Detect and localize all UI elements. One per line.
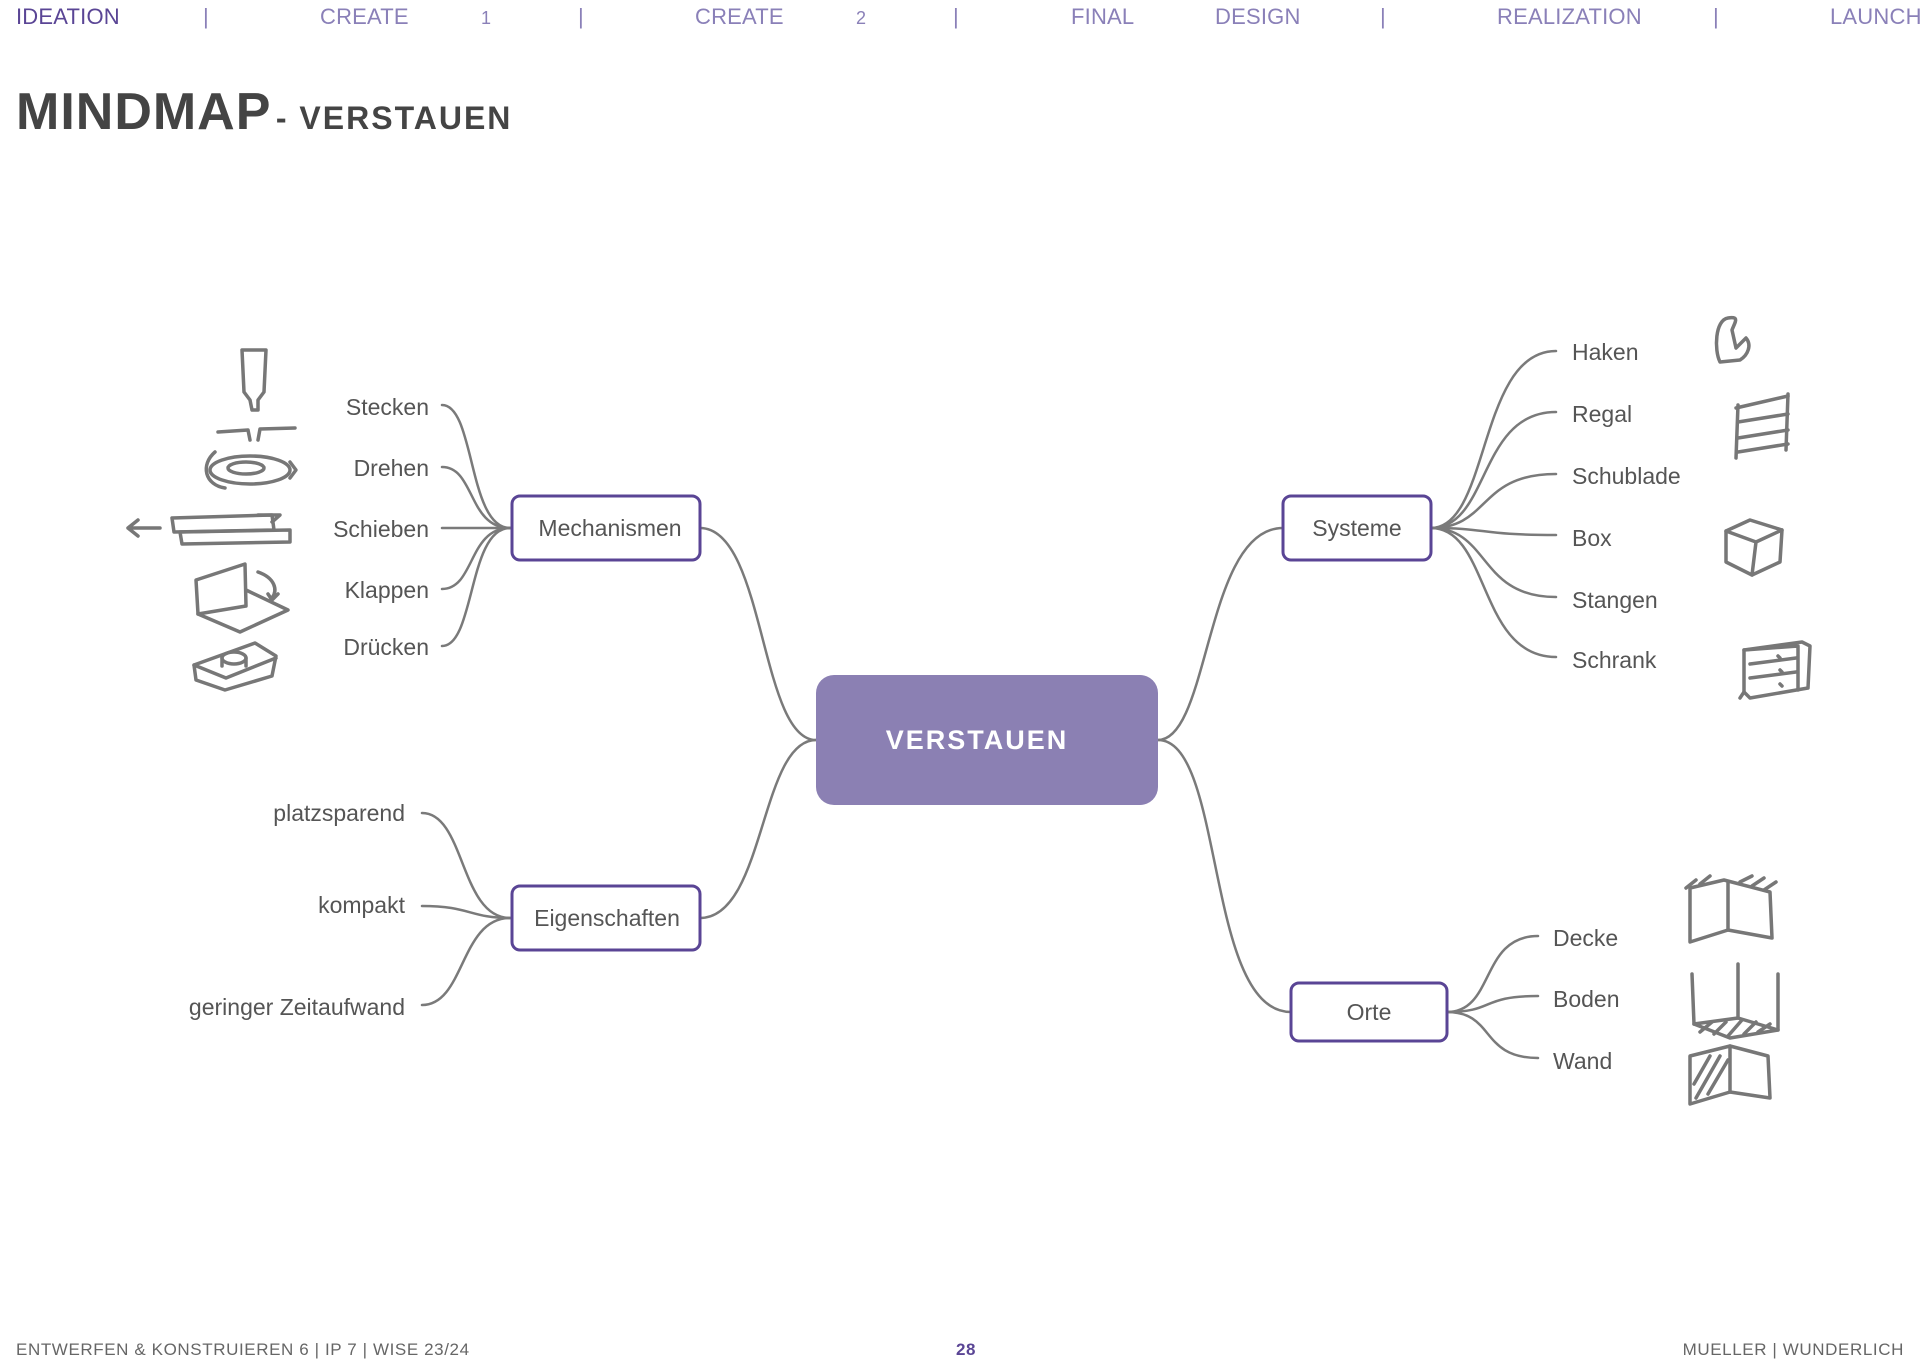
regal-sketch-icon — [1734, 392, 1790, 460]
decke-sketch-icon — [1684, 874, 1778, 944]
nav-ideation[interactable]: IDEATION — [16, 4, 120, 29]
leaf-druecken: Drücken — [343, 634, 429, 660]
leaf-box: Box — [1572, 525, 1612, 551]
nav-final-label[interactable]: FINAL — [1071, 4, 1135, 29]
connector-regal — [1429, 410, 1558, 530]
nav-separator: | — [953, 4, 959, 29]
connector-center-eigenschaften — [698, 738, 818, 920]
leaf-schrank: Schrank — [1572, 647, 1657, 673]
druecken-sketch-icon — [192, 641, 278, 692]
leaf-schieben: Schieben — [333, 516, 429, 542]
page-title-main: MINDMAP — [16, 83, 272, 141]
connector-decke — [1445, 934, 1540, 1014]
nav-create-1-label[interactable]: CREATE — [320, 4, 409, 29]
haken-sketch-icon — [1714, 315, 1751, 364]
leaf-regal: Regal — [1572, 401, 1632, 427]
leaf-wand: Wand — [1553, 1048, 1612, 1074]
connector-box — [1429, 526, 1558, 537]
connector-stangen — [1429, 526, 1558, 599]
top-navigation: IDEATION | CREATE 1 | CREATE 2 | FINAL D… — [0, 4, 1920, 34]
leaf-klappen: Klappen — [345, 577, 429, 603]
node-systeme[interactable]: Systeme — [1281, 494, 1433, 562]
schrank-sketch-icon — [1738, 640, 1812, 700]
connector-kompakt — [420, 904, 512, 920]
stecken-sketch-icon — [216, 348, 297, 442]
connector-klappen — [440, 526, 512, 591]
leaf-schublade: Schublade — [1572, 463, 1681, 489]
nav-separator: | — [1713, 4, 1719, 29]
nav-launch[interactable]: LAUNCH — [1830, 4, 1920, 29]
center-node[interactable]: VERSTAUEN — [816, 675, 1158, 805]
wand-sketch-icon — [1688, 1044, 1772, 1106]
node-orte-label: Orte — [1347, 999, 1392, 1025]
leaf-boden: Boden — [1553, 986, 1620, 1012]
leaf-geringer-zeitaufwand: geringer Zeitaufwand — [189, 994, 405, 1020]
node-systeme-label: Systeme — [1312, 515, 1401, 541]
connector-center-mechanismen — [698, 526, 818, 742]
nav-create-1-number[interactable]: 1 — [481, 8, 492, 28]
klappen-sketch-icon — [194, 562, 290, 634]
node-eigenschaften[interactable]: Eigenschaften — [510, 884, 702, 952]
nav-realization[interactable]: REALIZATION — [1497, 4, 1642, 29]
drehen-sketch-icon — [204, 450, 298, 490]
connector-druecken — [440, 526, 512, 648]
connector-stecken — [440, 403, 512, 530]
node-mechanismen[interactable]: Mechanismen — [510, 494, 702, 562]
leaf-stecken: Stecken — [346, 394, 429, 420]
nav-separator: | — [1380, 4, 1386, 29]
boden-sketch-icon — [1690, 962, 1780, 1040]
connector-schublade — [1429, 472, 1558, 530]
connector-drehen — [440, 465, 512, 530]
connector-center-orte — [1156, 738, 1293, 1014]
connector-wand — [1445, 1010, 1540, 1060]
connector-haken — [1429, 349, 1558, 530]
leaf-platzsparend: platzsparend — [273, 800, 405, 826]
connector-zeitaufwand — [420, 916, 512, 1007]
node-mechanismen-label: Mechanismen — [538, 515, 681, 541]
connector-schrank — [1429, 526, 1558, 659]
leaf-kompakt: kompakt — [318, 892, 406, 918]
nav-create-2-number[interactable]: 2 — [856, 8, 867, 28]
nav-design-label[interactable]: DESIGN — [1215, 4, 1301, 29]
page-title-sub: - VERSTAUEN — [275, 100, 513, 136]
leaf-stangen: Stangen — [1572, 587, 1658, 613]
footer-authors: MUELLER | WUNDERLICH — [1682, 1340, 1904, 1359]
connector-platzsparend — [420, 811, 512, 920]
footer-page-number: 28 — [956, 1340, 977, 1359]
nav-separator: | — [578, 4, 584, 29]
schieben-sketch-icon — [126, 513, 292, 546]
nav-create-2-label[interactable]: CREATE — [695, 4, 784, 29]
leaf-haken: Haken — [1572, 339, 1638, 365]
connector-lines — [420, 349, 1558, 1060]
leaf-decke: Decke — [1553, 925, 1618, 951]
connector-center-systeme — [1156, 526, 1285, 742]
connector-boden — [1445, 994, 1540, 1014]
box-sketch-icon — [1724, 518, 1784, 577]
center-node-label: VERSTAUEN — [886, 725, 1069, 755]
node-orte[interactable]: Orte — [1289, 981, 1449, 1043]
page-title: MINDMAP - VERSTAUEN — [16, 82, 512, 142]
leaf-drehen: Drehen — [354, 455, 429, 481]
nav-separator: | — [203, 4, 209, 29]
footer-course-info: ENTWERFEN & KONSTRUIEREN 6 | IP 7 | WISE… — [16, 1340, 470, 1359]
node-eigenschaften-label: Eigenschaften — [534, 905, 680, 931]
